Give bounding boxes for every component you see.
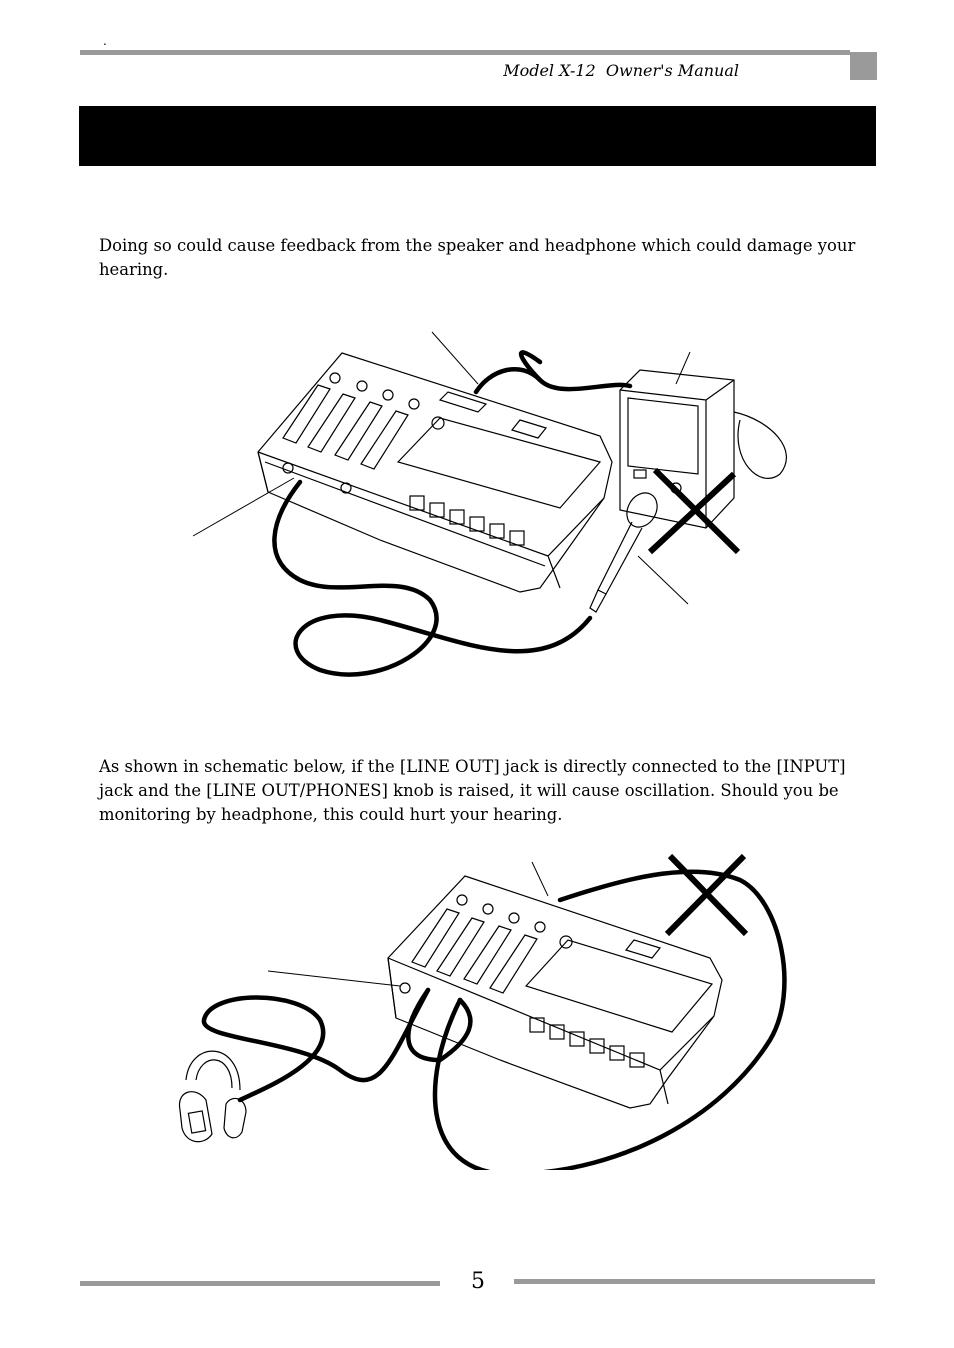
- cross-mark: [664, 853, 749, 937]
- fader-strip: [282, 384, 409, 470]
- cross-mark: [647, 467, 741, 555]
- warning-paragraph-feedback: Doing so could cause feedback from the s…: [99, 236, 856, 279]
- header-mark: .: [103, 34, 107, 48]
- knob-row: [329, 372, 445, 430]
- x-12-recorder: [257, 352, 613, 593]
- oscillation-illustration: [178, 853, 787, 1170]
- microphone: [589, 492, 658, 613]
- x-12-recorder: [387, 875, 723, 1109]
- fader-strip: [411, 908, 538, 994]
- manual-title: Model X-12 Owner's Manual: [503, 61, 739, 80]
- top-rule: [80, 50, 850, 55]
- page-number: 5: [471, 1269, 485, 1294]
- footer-rule-left: [80, 1281, 440, 1286]
- transport-buttons: [409, 495, 525, 546]
- top-corner-block: [850, 52, 877, 80]
- footer-rule-right: [514, 1279, 875, 1284]
- transport-buttons: [529, 1017, 645, 1068]
- warning-paragraph-oscillation: As shown in schematic below, if the [LIN…: [99, 757, 846, 824]
- knob-row: [456, 894, 573, 949]
- headphones: [178, 1050, 247, 1143]
- section-title-bar: [79, 106, 876, 166]
- speaker: [619, 369, 787, 529]
- feedback-illustration: [192, 331, 787, 677]
